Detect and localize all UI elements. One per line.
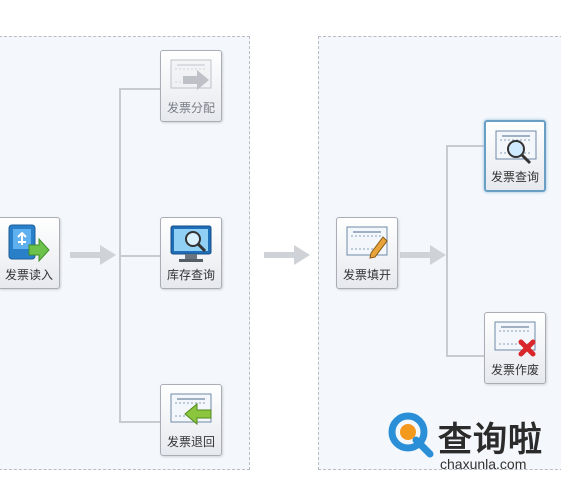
connector-branch — [119, 421, 161, 423]
inventory-query-button[interactable]: 库存查询 — [160, 217, 222, 289]
tile-label: 发票退回 — [166, 435, 215, 449]
monitor-search-icon — [170, 225, 212, 262]
invoice-allocate-button[interactable]: 发票分配 — [160, 50, 222, 122]
search-logo-icon — [388, 412, 434, 458]
connector-branch — [446, 355, 486, 357]
connector-branch — [119, 255, 161, 257]
invoice-return-icon — [170, 393, 212, 426]
tile-label: 发票分配 — [166, 101, 215, 115]
tile-label: 发票查询 — [490, 170, 539, 184]
tile-label: 发票读入 — [4, 268, 53, 282]
tile-label: 发票填开 — [342, 268, 391, 282]
site-watermark: 查询啦 chaxunla.com — [380, 404, 558, 478]
invoice-import-button[interactable]: 发票读入 — [0, 217, 60, 289]
invoice-forward-icon — [170, 59, 212, 90]
connector-vertical — [446, 145, 448, 357]
flow-arrow-icon — [70, 245, 116, 265]
watermark-name: 查询啦 — [438, 420, 543, 460]
invoice-void-button[interactable]: 发票作废 — [484, 312, 546, 384]
usb-import-icon — [8, 224, 50, 263]
invoice-void-icon — [494, 321, 536, 357]
tile-label: 库存查询 — [166, 268, 215, 282]
flow-arrow-icon — [264, 245, 310, 265]
invoice-search-icon — [495, 130, 537, 165]
connector-branch — [119, 88, 161, 90]
tile-label: 发票作废 — [490, 363, 539, 377]
invoice-query-button[interactable]: 发票查询 — [484, 120, 546, 192]
invoice-return-button[interactable]: 发票退回 — [160, 384, 222, 456]
connector-branch — [446, 145, 486, 147]
watermark-domain: chaxunla.com — [440, 456, 527, 472]
flow-arrow-icon — [400, 245, 446, 265]
invoice-edit-icon — [346, 226, 388, 259]
invoice-issue-button[interactable]: 发票填开 — [336, 217, 398, 289]
